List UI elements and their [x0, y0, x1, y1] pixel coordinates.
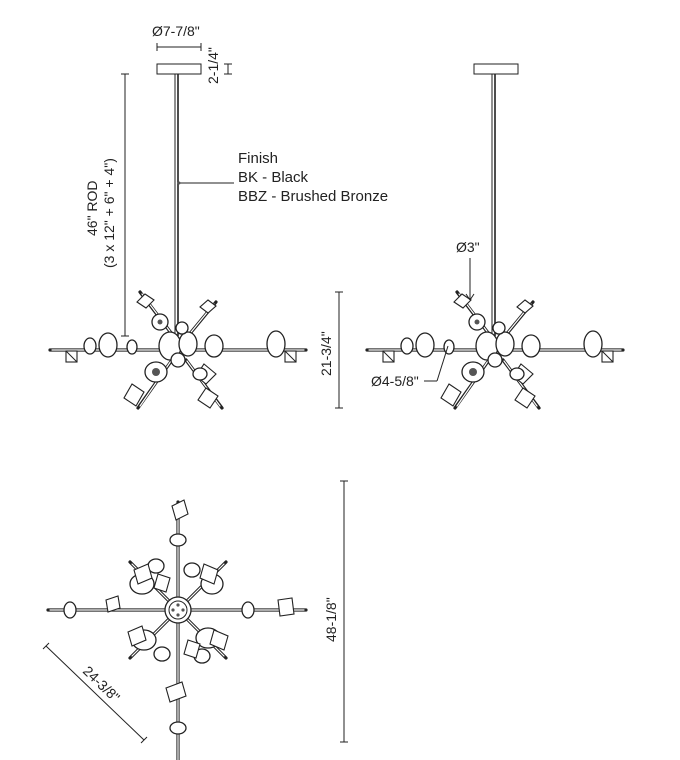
large-glass-callout: Ø4-5/8"	[371, 345, 449, 389]
rod-length-dimension: 46" ROD (3 x 12" + 6" + 4")	[84, 73, 129, 337]
canopy	[156, 63, 202, 75]
fixture-height-label: 21-3/4"	[318, 331, 334, 376]
finish-option-bronze: BBZ - Brushed Bronze	[238, 188, 388, 205]
canopy-diameter-label: Ø7-7/8"	[152, 23, 200, 39]
plan-view	[46, 498, 308, 760]
rod-breakdown-label: (3 x 12" + 6" + 4")	[101, 158, 117, 268]
overall-length-dimension: 48-1/8"	[323, 480, 348, 743]
finish-callout: Finish BK - Black BBZ - Brushed Bronze	[177, 150, 388, 205]
large-glass-label: Ø4-5/8"	[371, 373, 419, 389]
canopy-diameter-dimension: Ø7-7/8"	[152, 23, 202, 51]
rod-length-label: 46" ROD	[84, 180, 100, 236]
canopy-height-label: 2-1/4"	[205, 47, 221, 84]
small-glass-label: Ø3"	[456, 239, 480, 255]
finish-title: Finish	[238, 150, 278, 167]
fixture-height-dimension: 21-3/4"	[318, 291, 343, 409]
small-glass-callout: Ø3"	[456, 239, 480, 301]
front-elevation-view	[48, 63, 308, 410]
overall-length-label: 48-1/8"	[323, 597, 339, 642]
fixture-plan-body	[46, 498, 308, 760]
finish-option-black: BK - Black	[238, 169, 309, 186]
side-elevation-view	[365, 63, 625, 410]
canopy-side	[473, 63, 519, 75]
canopy-height-dimension: 2-1/4"	[205, 47, 232, 84]
